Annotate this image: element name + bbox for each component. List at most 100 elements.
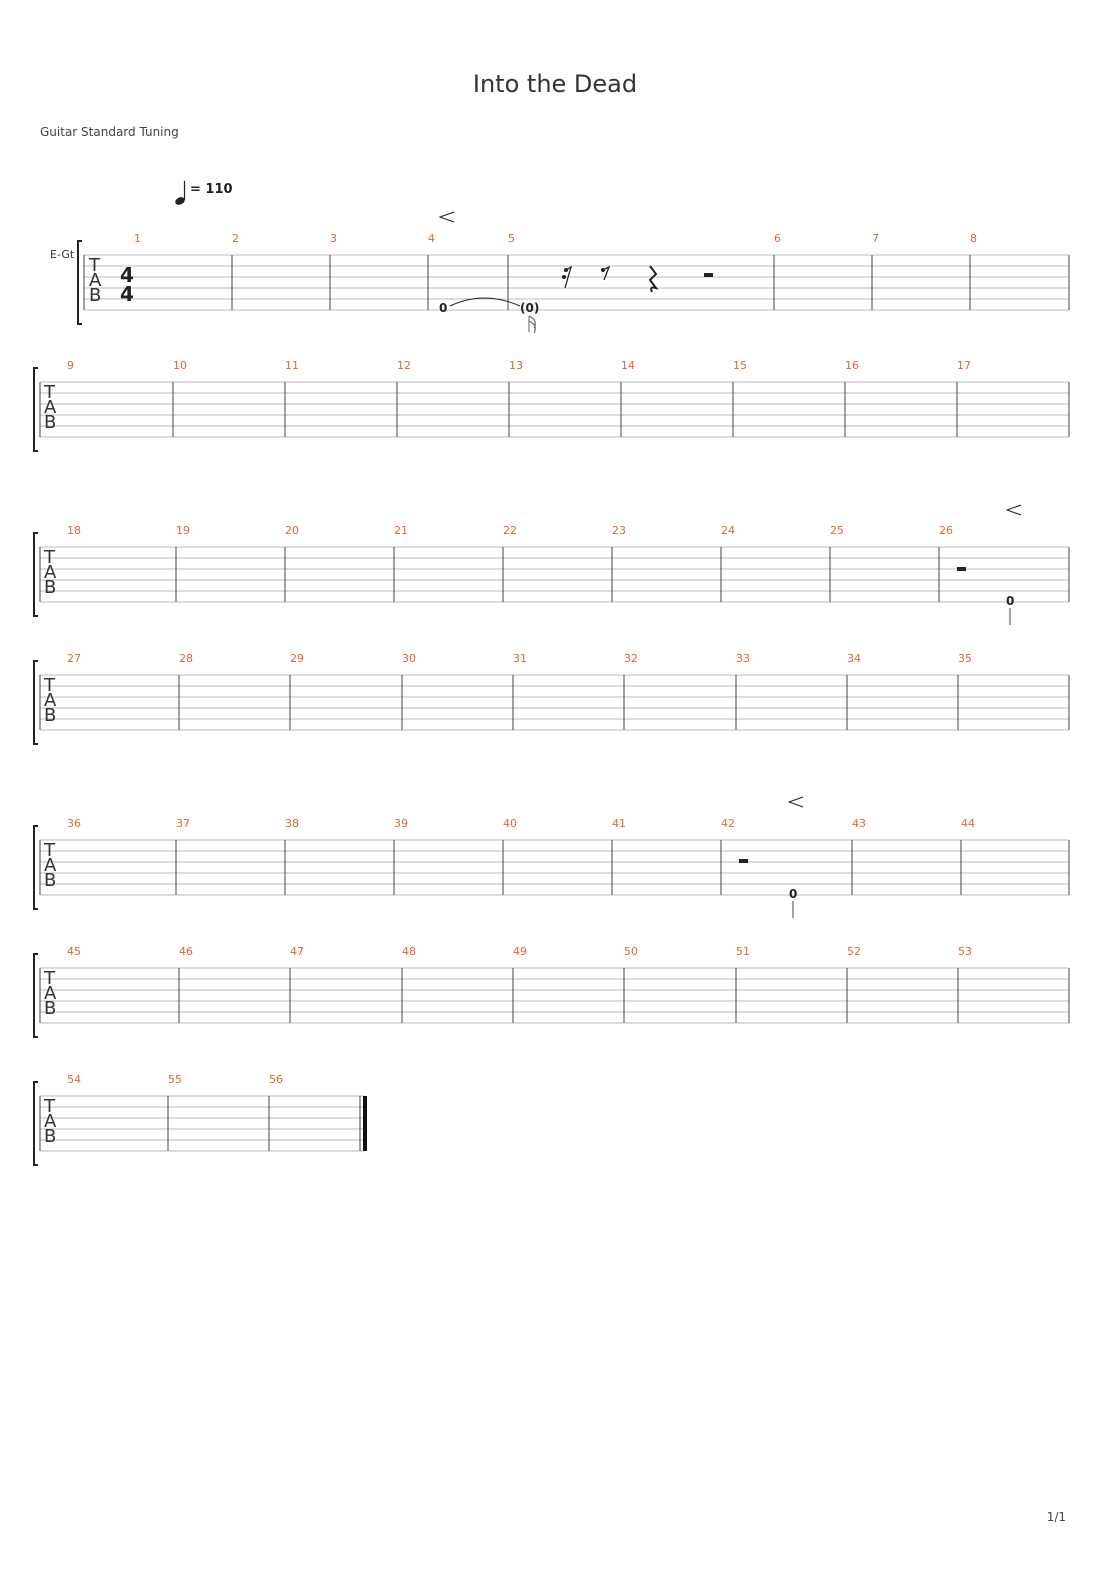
note-stem-flags	[528, 315, 536, 334]
tab-clef-letter: A	[44, 983, 57, 1004]
tab-clef-letter: T	[43, 840, 56, 861]
system-bracket	[33, 953, 38, 1038]
measure-number: 46	[179, 945, 193, 958]
fret-number: 0	[789, 887, 797, 901]
measure-number: 5	[508, 232, 515, 245]
measure-number: 35	[958, 652, 972, 665]
track-label: E-Gt	[50, 248, 75, 261]
measure-number: 41	[612, 817, 626, 830]
measure-number: 22	[503, 524, 517, 537]
measure-number: 51	[736, 945, 750, 958]
system-bracket	[33, 660, 38, 745]
tab-clef-letter: T	[43, 382, 56, 403]
measure-number: 12	[397, 359, 411, 372]
measure-number: 15	[733, 359, 747, 372]
measure-number: 43	[852, 817, 866, 830]
measure-number: 37	[176, 817, 190, 830]
measure-number: 27	[67, 652, 81, 665]
quarter-rest-icon	[648, 265, 659, 293]
measure-number: 44	[961, 817, 975, 830]
tab-clef-letter: B	[44, 998, 56, 1019]
measure-number: 25	[830, 524, 844, 537]
time-signature-top: 4	[120, 263, 134, 287]
tuning-label: Guitar Standard Tuning	[40, 125, 179, 139]
measure-number: 2	[232, 232, 239, 245]
measure-number: 52	[847, 945, 861, 958]
tied-fret-number: (0)	[520, 301, 539, 315]
measure-number: 42	[721, 817, 735, 830]
tab-clef-letter: T	[43, 1096, 56, 1117]
measure-number: 20	[285, 524, 299, 537]
half-rest-icon	[739, 859, 748, 863]
measure-number: 23	[612, 524, 626, 537]
sixteenth-rest-icon	[562, 265, 573, 289]
final-barline	[363, 1096, 367, 1151]
measure-number: 24	[721, 524, 735, 537]
tab-clef-letter: A	[44, 397, 57, 418]
measure-number: 34	[847, 652, 861, 665]
measure-number: 40	[503, 817, 517, 830]
measure-number: 17	[957, 359, 971, 372]
measure-number: 21	[394, 524, 408, 537]
measure-number: 10	[173, 359, 187, 372]
measure-number: 32	[624, 652, 638, 665]
half-rest-icon	[957, 567, 966, 571]
half-note-icon	[175, 181, 186, 205]
measure-number: 38	[285, 817, 299, 830]
measure-number: 1	[134, 232, 141, 245]
page-number: 1/1	[1046, 1510, 1066, 1524]
eighth-rest-icon	[601, 265, 611, 281]
measure-number: 54	[67, 1073, 81, 1086]
measure-number: 33	[736, 652, 750, 665]
fret-number: 0	[439, 301, 447, 315]
measure-number: 16	[845, 359, 859, 372]
measure-number: 14	[621, 359, 635, 372]
measure-number: 9	[67, 359, 74, 372]
measure-number: 26	[939, 524, 953, 537]
system-bracket	[33, 1081, 38, 1166]
crescendo-mark	[1005, 504, 1022, 516]
measure-number: 39	[394, 817, 408, 830]
measure-number: 50	[624, 945, 638, 958]
measure-number: 7	[872, 232, 879, 245]
fret-number: 0	[1006, 594, 1014, 608]
tie-arc	[449, 297, 521, 307]
measure-number: 18	[67, 524, 81, 537]
tab-clef-letter: A	[44, 562, 57, 583]
song-title: Into the Dead	[472, 70, 638, 98]
tab-clef-letter: T	[43, 968, 56, 989]
time-signature-bottom: 4	[120, 282, 134, 306]
tab-clef-letter: T	[43, 675, 56, 696]
measure-number: 49	[513, 945, 527, 958]
measure-number: 55	[168, 1073, 182, 1086]
measure-number: 8	[970, 232, 977, 245]
tab-clef-letter: T	[88, 255, 101, 276]
measure-number: 45	[67, 945, 81, 958]
tab-clef-letter: A	[44, 855, 57, 876]
measure-number: 29	[290, 652, 304, 665]
tab-clef-letter: B	[44, 1126, 56, 1147]
tab-clef-letter: B	[44, 870, 56, 891]
tab-clef-letter: B	[89, 285, 101, 306]
tab-clef-letter: A	[44, 1111, 57, 1132]
system-bracket	[33, 532, 38, 617]
measure-number: 13	[509, 359, 523, 372]
measure-number: 48	[402, 945, 416, 958]
half-rest-icon	[704, 273, 713, 277]
measure-number: 11	[285, 359, 299, 372]
tab-clef-letter: T	[43, 547, 56, 568]
tab-clef-letter: A	[89, 270, 102, 291]
measure-number: 19	[176, 524, 190, 537]
measure-number: 3	[330, 232, 337, 245]
tab-clef-letter: B	[44, 577, 56, 598]
tab-clef-letter: A	[44, 690, 57, 711]
crescendo-mark	[438, 211, 455, 223]
measure-number: 47	[290, 945, 304, 958]
tempo-value: = 110	[190, 182, 233, 197]
system-bracket	[33, 825, 38, 910]
